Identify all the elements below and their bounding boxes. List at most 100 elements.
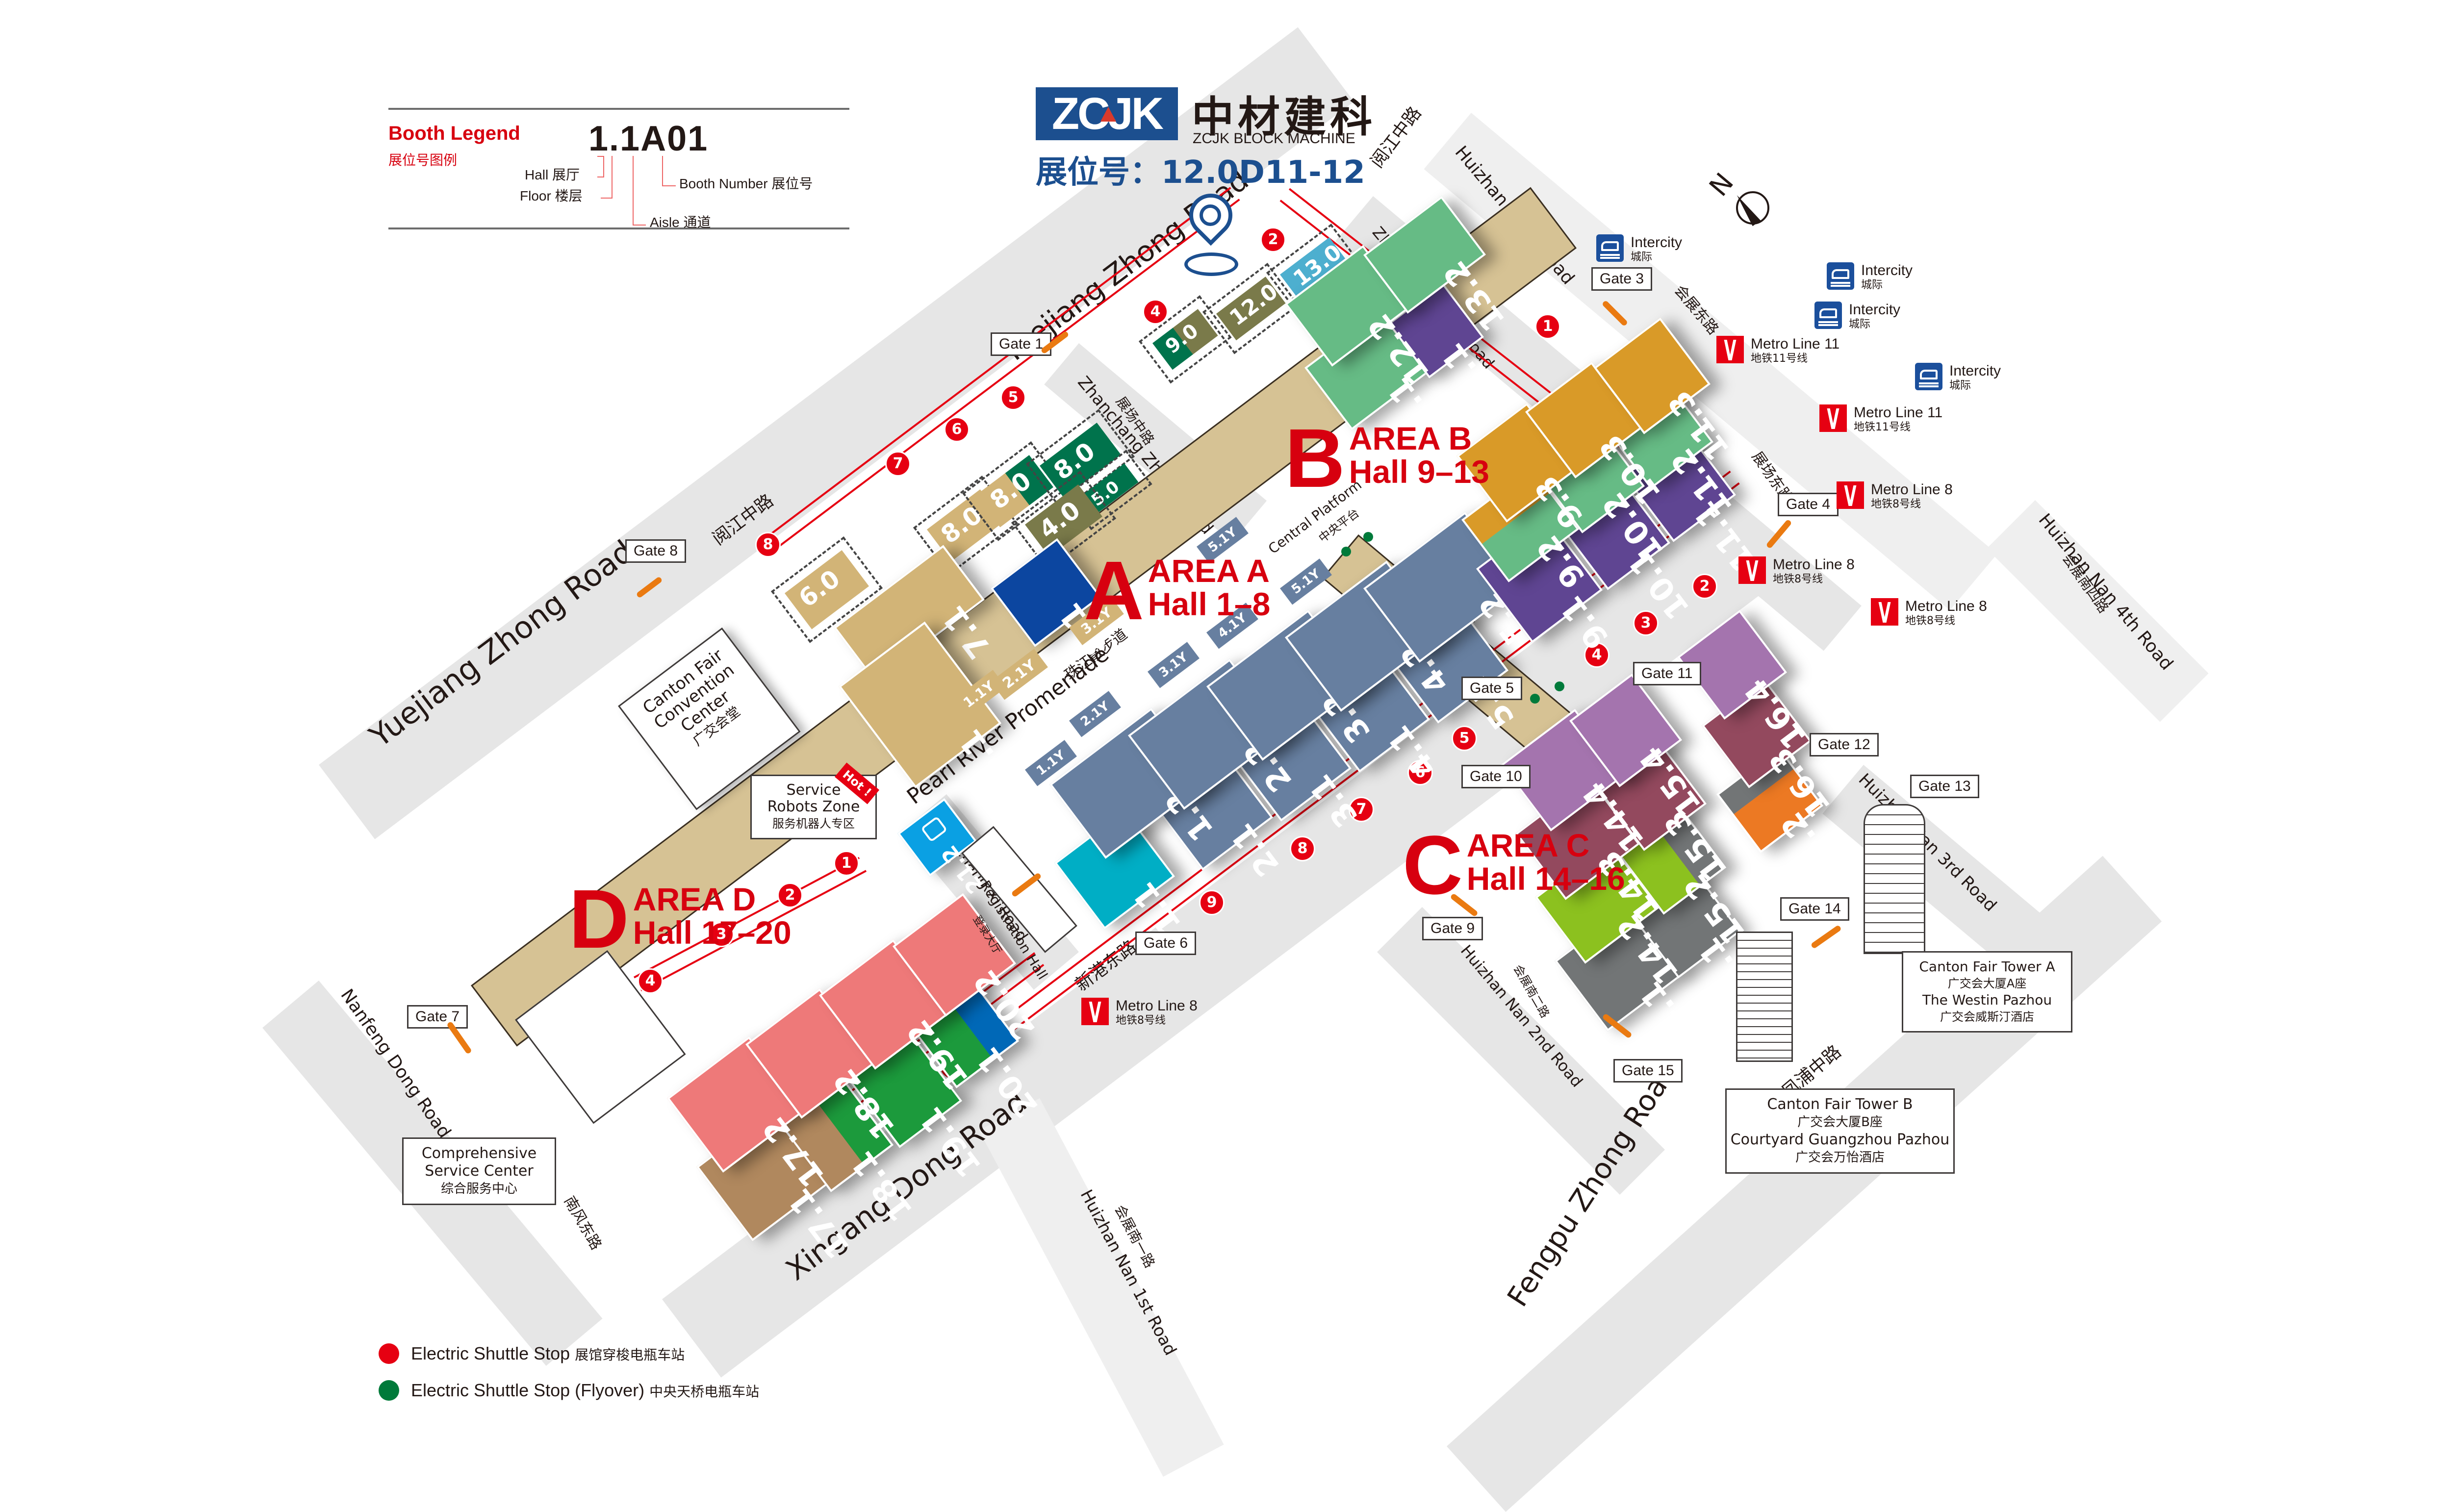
shuttle-stop[interactable]: 2 xyxy=(777,882,803,908)
gate-8[interactable]: Gate 8 xyxy=(625,539,687,563)
booth-legend-title: Booth Legend xyxy=(388,123,520,144)
area-b-label: B AREA B Hall 9–13 xyxy=(1285,412,1489,505)
shuttle-stop[interactable]: 6 xyxy=(944,417,970,442)
area-c-label: C AREA C Hall 14–16 xyxy=(1403,819,1625,912)
shuttle-stop[interactable]: 2 xyxy=(1260,227,1286,252)
map-legend-red-stop: Electric Shuttle Stop 展馆穿梭电瓶车站 xyxy=(379,1343,685,1364)
booth-label: 展位号： xyxy=(1036,154,1161,191)
gate-12[interactable]: Gate 12 xyxy=(1810,733,1879,756)
red-dot-icon xyxy=(379,1343,399,1364)
metro-logo-icon xyxy=(1819,404,1847,432)
exhibitor-name-cn: 中材建科 xyxy=(1192,93,1376,142)
ticket-5-1y[interactable]: 5.1Y xyxy=(1280,558,1332,605)
shuttle-stop[interactable]: 5 xyxy=(1000,385,1026,410)
flyover-shuttle-stop[interactable] xyxy=(1341,547,1351,556)
shuttle-stop[interactable]: 8 xyxy=(755,532,781,557)
legend-label-booth-number: Booth Number 展位号 xyxy=(679,176,813,191)
gate-4[interactable]: Gate 4 xyxy=(1778,493,1839,516)
legend-bracket-booth xyxy=(662,156,676,186)
exhibitor-booth: 展位号：12.0D11-12 xyxy=(1036,147,1365,192)
gate-9[interactable]: Gate 9 xyxy=(1422,917,1483,940)
gate-11[interactable]: Gate 11 xyxy=(1633,662,1701,685)
gate-5[interactable]: Gate 5 xyxy=(1461,677,1523,700)
intercity-train-icon xyxy=(1596,234,1624,262)
hall-21-2-robots[interactable]: 21.2 xyxy=(897,798,989,898)
ticket-2-1y[interactable]: 2.1Y xyxy=(1069,691,1121,737)
compass: N xyxy=(1703,167,1775,233)
metro-logo-icon xyxy=(1871,598,1898,626)
gate-10[interactable]: Gate 10 xyxy=(1461,765,1531,788)
legend-label-hall: Hall 展厅 xyxy=(525,167,580,182)
legend-label-aisle: Aisle 通道 xyxy=(650,215,711,230)
intercity-train-icon xyxy=(1915,363,1942,390)
shuttle-stop[interactable]: 2 xyxy=(1692,574,1717,599)
gate-14[interactable]: Gate 14 xyxy=(1780,897,1849,921)
booth-number: 12.0D11-12 xyxy=(1161,154,1365,191)
gate-13[interactable]: Gate 13 xyxy=(1910,775,1979,798)
canton-fair-tower-b-building[interactable] xyxy=(1736,932,1793,1062)
metro-logo-icon xyxy=(1837,481,1864,509)
logo-triangle-icon xyxy=(1100,107,1116,122)
gate-14-marker xyxy=(1810,924,1842,949)
road-huizhan-nan-1st xyxy=(979,1098,1224,1477)
map-legend-green-stop: Electric Shuttle Stop (Flyover) 中央天桥电瓶车站 xyxy=(379,1380,759,1401)
tower-b-callout[interactable]: Canton Fair Tower B 广交会大厦B座 Courtyard Gu… xyxy=(1725,1088,1955,1174)
booth-legend-bottom-rule xyxy=(388,227,849,229)
comprehensive-service-center-callout[interactable]: Comprehensive Service Center 综合服务中心 xyxy=(402,1137,556,1205)
metro-logo-icon xyxy=(1081,998,1109,1025)
shuttle-stop[interactable]: 1 xyxy=(834,851,859,876)
gate-6[interactable]: Gate 6 xyxy=(1135,932,1197,955)
shuttle-stop[interactable]: 5 xyxy=(1452,726,1477,751)
exhibitor-name-en: ZCJK BLOCK MACHINE xyxy=(1193,130,1355,147)
robot-icon xyxy=(920,816,948,843)
legend-bracket-floor xyxy=(601,156,613,199)
gate-15[interactable]: Gate 15 xyxy=(1613,1059,1683,1083)
shuttle-stop[interactable]: 4 xyxy=(638,968,663,994)
shuttle-stop[interactable]: 1 xyxy=(1535,314,1560,339)
exhibitor-logo: ZCJK xyxy=(1036,87,1178,140)
tower-a-callout[interactable]: Canton Fair Tower A 广交会大厦A座 The Westin P… xyxy=(1902,951,2072,1033)
shuttle-stop[interactable]: 4 xyxy=(1584,642,1609,668)
metro-logo-icon xyxy=(1716,336,1744,363)
compass-rose-icon xyxy=(1733,191,1769,227)
location-pin-icon[interactable] xyxy=(1180,184,1242,277)
canton-fair-tower-a-building[interactable] xyxy=(1864,804,1925,954)
green-dot-icon xyxy=(379,1380,399,1401)
metro-logo-icon xyxy=(1738,556,1766,584)
booth-legend-example: 1.1A01 xyxy=(588,119,709,158)
shuttle-stop[interactable]: 8 xyxy=(1290,836,1315,861)
shuttle-stop[interactable]: 4 xyxy=(1143,299,1168,325)
area-a-label: A AREA A Hall 1–8 xyxy=(1084,544,1271,637)
gate-7[interactable]: Gate 7 xyxy=(407,1005,468,1029)
legend-label-floor: Floor 楼层 xyxy=(520,188,583,203)
intercity-train-icon xyxy=(1827,262,1854,290)
booth-legend-top-rule xyxy=(388,108,849,110)
flyover-shuttle-stop[interactable] xyxy=(1555,681,1564,691)
shuttle-stop[interactable]: 3 xyxy=(1633,610,1659,636)
legend-bracket-aisle xyxy=(633,156,646,226)
shuttle-stop[interactable]: 6 xyxy=(1407,760,1433,785)
ticket-3-1y[interactable]: 3.1Y xyxy=(1148,642,1200,688)
shuttle-stop[interactable]: 7 xyxy=(1349,797,1374,822)
shuttle-stop[interactable]: 3 xyxy=(709,922,734,947)
gate-3[interactable]: Gate 3 xyxy=(1591,267,1653,291)
hall-12-0[interactable]: 12.0 xyxy=(1205,257,1297,359)
intercity-train-icon xyxy=(1814,302,1842,329)
service-robots-zone-callout[interactable]: Hot ! Service Robots Zone 服务机器人专区 xyxy=(750,762,879,839)
flyover-shuttle-stop[interactable] xyxy=(1363,532,1373,542)
shuttle-stop[interactable]: 9 xyxy=(1199,890,1225,915)
booth-legend-title-cn: 展位号图例 xyxy=(388,152,458,168)
shuttle-stop[interactable]: 7 xyxy=(885,451,911,477)
area-d-label: D AREA D Hall 17–20 xyxy=(569,873,792,966)
flyover-shuttle-stop[interactable] xyxy=(1530,694,1540,704)
